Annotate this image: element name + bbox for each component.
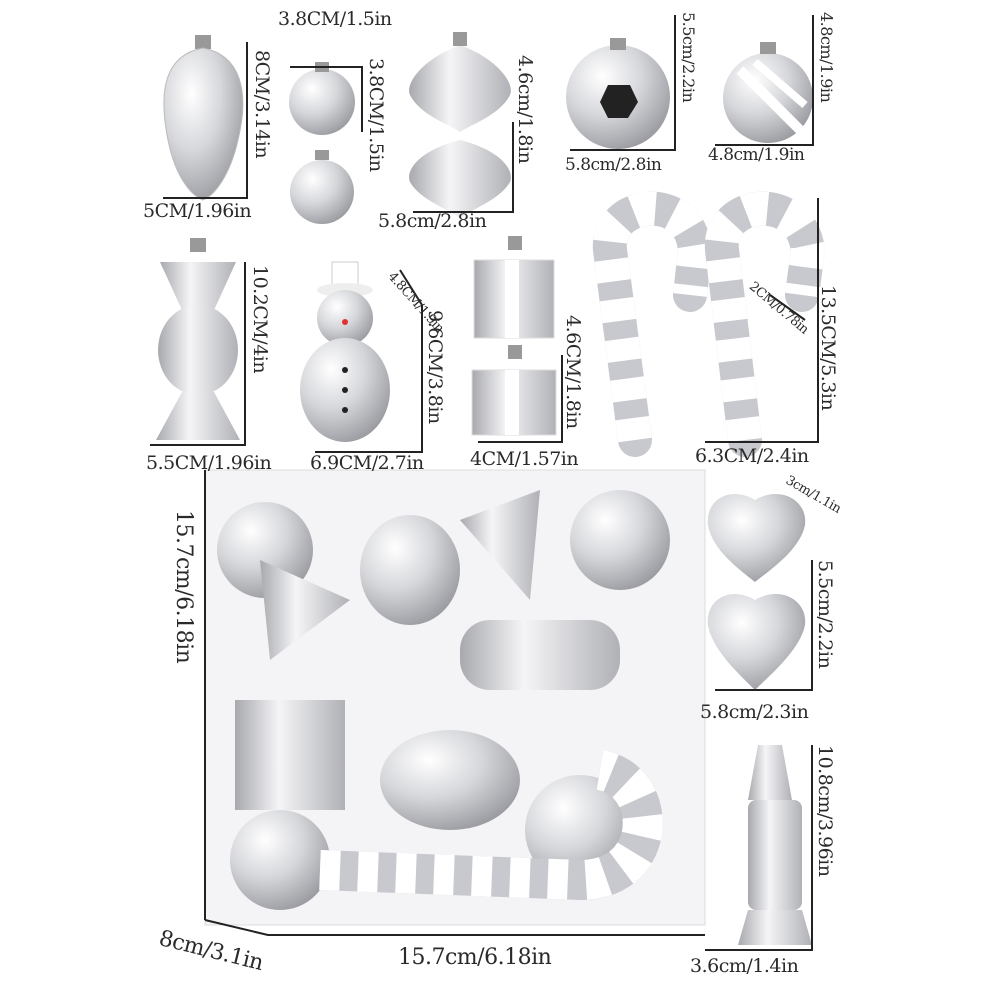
box-height-label: 15.7cm/6.18in xyxy=(171,510,196,664)
snowman-ornament xyxy=(300,261,390,442)
candy-cane-ornaments xyxy=(592,191,826,457)
long-candy-height-label: 10.8cm/3.96in xyxy=(814,745,836,877)
candy-ornament xyxy=(156,238,240,440)
heart-ornaments xyxy=(707,494,806,690)
faceted-ball-width-label: 5.8cm/2.8in xyxy=(565,155,662,175)
candy-height-label: 10.2CM/4in xyxy=(249,265,271,374)
faceted-ball-height-label: 5.5cm/2.2in xyxy=(679,12,698,103)
heart-height-label: 5.5cm/2.2in xyxy=(814,560,836,669)
gift-width-label: 4CM/1.57in xyxy=(470,448,579,470)
striped-ball-ornament xyxy=(723,42,813,143)
pinecone-width-label: 5CM/1.96in xyxy=(143,200,252,222)
disco-ball-width-label: 3.8CM/1.5in xyxy=(278,8,392,30)
gift-ornament xyxy=(471,236,557,436)
gift-height-label: 4.6CM/1.8in xyxy=(562,315,584,429)
striped-ball-height-label: 4.8cm/1.9in xyxy=(817,12,836,103)
onion-ornament xyxy=(409,32,511,218)
cane-width-label: 6.3CM/2.4in xyxy=(695,445,809,467)
dimension-lines xyxy=(150,15,819,951)
pinecone-ornament xyxy=(163,35,244,201)
snowman-height-label: 9.6CM/3.8in xyxy=(424,310,446,424)
snowman-width-label: 6.9CM/2.7in xyxy=(310,452,424,474)
faceted-ball-ornament xyxy=(566,38,670,149)
striped-ball-width-label: 4.8cm/1.9in xyxy=(708,145,805,165)
box-width-label: 15.7cm/6.18in xyxy=(398,945,552,970)
onion-width-label: 5.8cm/2.8in xyxy=(378,210,487,232)
onion-height-label: 4.6cm/1.8in xyxy=(514,55,536,164)
disco-ball-ornament xyxy=(289,62,355,224)
cane-height-label: 13.5CM/5.3in xyxy=(817,285,839,411)
long-candy-width-label: 3.6cm/1.4in xyxy=(690,955,799,977)
packaging-box xyxy=(204,469,706,926)
disco-ball-height-label: 3.8CM/1.5in xyxy=(365,58,387,172)
pinecone-height-label: 8CM/3.14in xyxy=(251,50,273,159)
long-candy-ornament xyxy=(738,745,812,945)
heart-width-label: 5.8cm/2.3in xyxy=(700,701,809,723)
candy-width-label: 5.5CM/1.96in xyxy=(146,452,272,474)
